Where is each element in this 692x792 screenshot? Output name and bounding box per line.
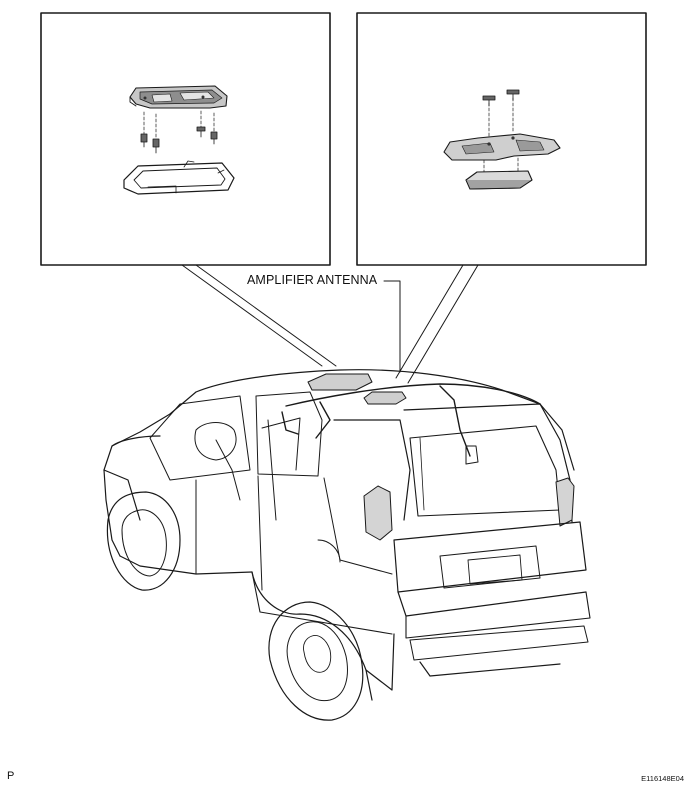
console-screws [140, 110, 218, 154]
vehicle-illustration [103, 369, 591, 721]
antenna-screws [482, 89, 520, 141]
right-inset-frame [356, 12, 647, 266]
right-detail-inset [356, 12, 647, 266]
callout-leaders [181, 264, 479, 384]
left-detail-inset [40, 12, 331, 266]
page-marker: P [7, 770, 15, 782]
overhead-console-body [129, 85, 228, 109]
amplifier-antenna-label: AMPLIFIER ANTENNA [247, 273, 378, 287]
console-frame [123, 160, 235, 195]
left-inset-frame [40, 12, 331, 266]
figure-code: E116148E04 [641, 774, 684, 783]
amplifier-antenna-unit [465, 170, 533, 190]
antenna-bracket [443, 133, 561, 161]
